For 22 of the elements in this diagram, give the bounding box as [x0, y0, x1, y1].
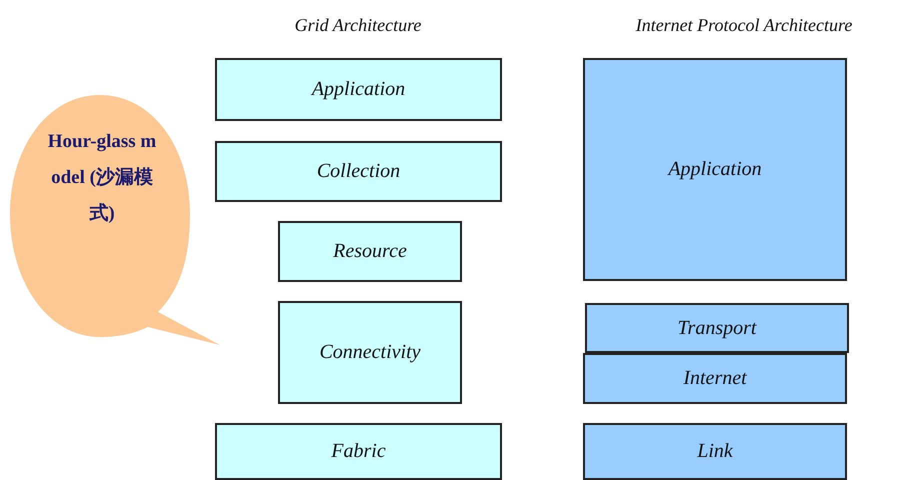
layer-box — [215, 423, 502, 480]
layer-name: Internet — [683, 367, 747, 390]
layer-box — [583, 353, 847, 404]
layer-name: Transport — [678, 316, 756, 340]
layer-box — [585, 303, 849, 353]
layer-name: Application — [668, 158, 762, 181]
speech-bubble — [8, 92, 222, 347]
layer-name: Connectivity — [319, 341, 421, 364]
layer-box — [215, 58, 502, 121]
layer-box — [278, 221, 462, 282]
layer-name: Fabric — [331, 440, 386, 463]
layer-name: Link — [697, 440, 733, 463]
layer-box — [215, 141, 502, 202]
column-heading: Internet Protocol Architecture — [636, 15, 852, 36]
layer-name: Resource — [333, 240, 407, 263]
column-heading: Grid Architecture — [294, 15, 422, 36]
layer-name: Hour-glass model (沙漏模式) — [46, 130, 158, 226]
layer-box — [278, 301, 462, 404]
layer-name: Collection — [316, 160, 400, 183]
layer-box — [583, 58, 847, 281]
layer-box — [583, 423, 847, 480]
layer-name: Application — [312, 78, 406, 101]
